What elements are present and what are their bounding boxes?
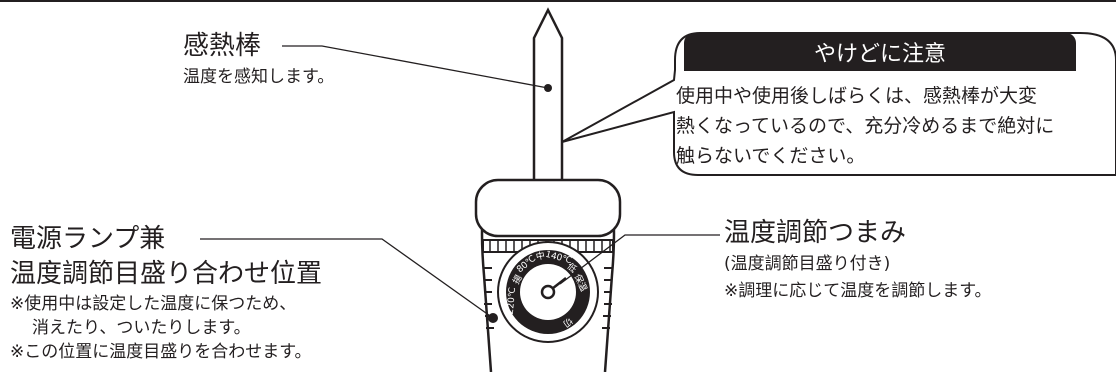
leader-lamp (200, 238, 494, 319)
grip-ticks-left (484, 267, 494, 329)
dial-center (540, 284, 556, 300)
probe-rod (532, 7, 564, 200)
probe-title: 感熱棒 (183, 31, 262, 61)
knob-note: ※調理に応じて温度を調節します。 (724, 281, 992, 301)
lamp-title-line1: 電源ランプ兼 (10, 224, 166, 254)
lamp-title-line2: 温度調節目盛り合わせ位置 (10, 259, 323, 289)
warning-body: 使用中や使用後しばらくは、感熱棒が大変 熱くなっているので、充分冷めるまで絶対に… (676, 85, 1055, 167)
lamp-note-1-cont: 消えたり、ついたりします。 (32, 318, 251, 338)
knob-title: 温度調節つまみ (724, 218, 907, 248)
leader-knob (559, 234, 720, 285)
lamp-note-2: ※この位置に温度目盛りを合わせます。 (10, 342, 312, 362)
probe-desc: 温度を感知します。 (183, 67, 335, 87)
lamp-note-1: ※使用中は設定した温度に保つため、 (10, 294, 297, 314)
knob-subtitle: (温度調節目盛り付き) (724, 254, 891, 274)
warning-title: やけどに注意 (684, 33, 1076, 71)
leader-probe (282, 45, 549, 89)
top-rule (0, 0, 1116, 2)
warning-callout (561, 32, 1116, 176)
dial-label-naka: 中 (535, 249, 546, 263)
grip-ticks-right (602, 267, 612, 329)
device-cap (474, 178, 622, 238)
dial-label-220: 220℃ (506, 287, 518, 315)
